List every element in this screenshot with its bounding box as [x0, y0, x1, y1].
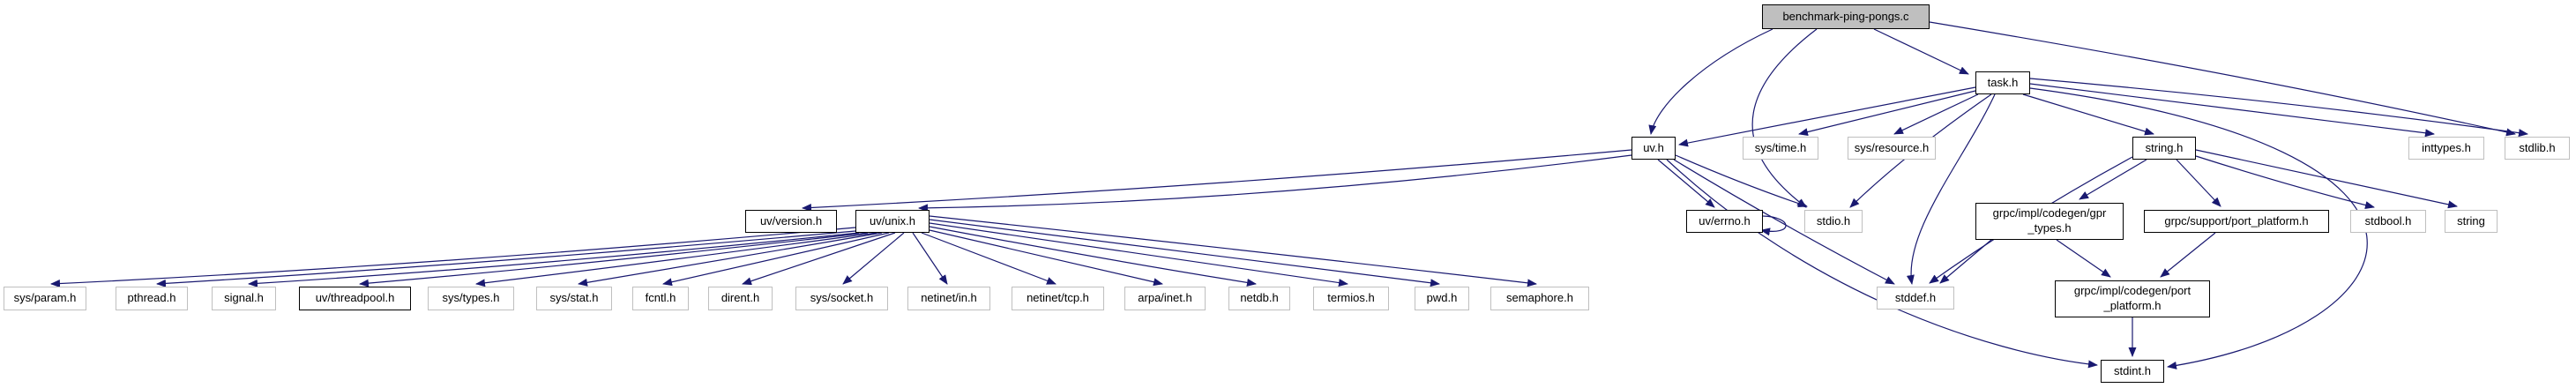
edge-uv-unix-h-to-sys-socket-h — [842, 232, 905, 285]
node-fcntl-h: fcntl.h — [632, 287, 689, 310]
edge-uv-unix-h-to-signal-h — [248, 232, 860, 287]
node-benchmark-ping-pongs-c: benchmark-ping-pongs.c — [1762, 4, 1930, 29]
edge-uv-h-to-stdio-h — [1675, 154, 1808, 208]
edge-uv-unix-h-to-netinet-in-h — [912, 232, 948, 285]
edge-gpr-types-h-to-codegen-port-platform-h — [2056, 239, 2111, 278]
node-string: string — [2445, 210, 2498, 233]
node-pwd-h: pwd.h — [1415, 287, 1469, 310]
edge-task-h-to-string-h — [2022, 93, 2154, 136]
edge-uv-unix-h-to-termios-h — [929, 222, 1348, 287]
node-stdint-h[interactable]: stdint.h — [2101, 360, 2164, 383]
node-stdlib-h: stdlib.h — [2505, 137, 2570, 160]
node-uv-threadpool-h[interactable]: uv/threadpool.h — [299, 287, 411, 310]
edge-benchmark-ping-pongs-c-to-uv-h — [1648, 28, 1773, 135]
edge-task-h-to-stddef-h — [1906, 93, 1996, 285]
edge-uv-unix-h-to-arpa-inet-h — [929, 229, 1163, 287]
edge-support-port-platform-h-to-codegen-port-platform-h — [2160, 232, 2216, 278]
edge-uv-unix-h-to-pwd-h — [929, 219, 1440, 287]
node-netinet-in-h: netinet/in.h — [907, 287, 990, 310]
edge-benchmark-ping-pongs-c-to-task-h — [1873, 28, 1969, 75]
node-stddef-h: stddef.h — [1877, 287, 1954, 310]
edge-uv-h-to-uv-version-h — [802, 149, 1632, 212]
edge-uv-unix-h-to-fcntl-h — [662, 232, 890, 287]
node-semaphore-h: semaphore.h — [1490, 287, 1589, 310]
edge-string-h-to-string — [2195, 149, 2458, 209]
edge-uv-unix-h-to-netdb-h — [929, 226, 1257, 287]
node-uv-h[interactable]: uv.h — [1631, 137, 1676, 160]
edge-gpr-types-h-to-stddef-h — [1939, 239, 1992, 284]
node-gpr-types-h[interactable]: grpc/impl/codegen/gpr _types.h — [1975, 203, 2124, 240]
edge-benchmark-ping-pongs-c-to-stdio-h — [1751, 28, 1818, 208]
node-stdbool-h: stdbool.h — [2350, 210, 2426, 233]
node-sys-time-h: sys/time.h — [1743, 137, 1818, 160]
node-termios-h: termios.h — [1313, 287, 1389, 310]
edge-task-h-to-stdint-h — [2029, 87, 2368, 369]
edge-string-h-to-stdbool-h — [2195, 155, 2375, 209]
edge-task-h-to-uv-h — [1678, 86, 1976, 147]
edge-uv-h-to-uv-errno-h — [1657, 159, 1715, 208]
node-support-port-platform-h[interactable]: grpc/support/port_platform.h — [2144, 210, 2329, 233]
node-uv-version-h[interactable]: uv/version.h — [745, 210, 837, 233]
node-sys-stat-h: sys/stat.h — [536, 287, 612, 310]
edge-uv-h-to-stddef-h — [1673, 159, 1895, 285]
node-task-h[interactable]: task.h — [1975, 71, 2030, 94]
node-inttypes-h: inttypes.h — [2408, 137, 2484, 160]
node-sys-resource-h: sys/resource.h — [1848, 137, 1936, 160]
edge-uv-h-to-uv-unix-h — [918, 154, 1632, 213]
edge-uv-unix-h-to-netinet-tcp-h — [921, 232, 1057, 285]
edge-uv-unix-h-to-pthread-h — [156, 230, 856, 287]
node-uv-errno-h[interactable]: uv/errno.h — [1686, 210, 1763, 233]
edge-uv-unix-h-to-dirent-h — [742, 232, 896, 286]
edge-uv-unix-h-to-sys-types-h — [475, 232, 877, 287]
node-netdb-h: netdb.h — [1228, 287, 1290, 310]
edge-benchmark-ping-pongs-c-to-stdlib-h — [1929, 21, 2516, 137]
node-netinet-tcp-h: netinet/tcp.h — [1012, 287, 1104, 310]
node-string-h[interactable]: string.h — [2132, 137, 2196, 160]
node-signal-h: signal.h — [212, 287, 276, 310]
node-pthread-h: pthread.h — [116, 287, 188, 310]
node-stdio-h: stdio.h — [1804, 210, 1863, 233]
edge-string-h-to-support-port-platform-h — [2176, 159, 2221, 207]
node-uv-unix-h[interactable]: uv/unix.h — [855, 210, 930, 233]
node-codegen-port-platform-h[interactable]: grpc/impl/codegen/port _platform.h — [2055, 280, 2210, 317]
node-sys-types-h: sys/types.h — [428, 287, 514, 310]
node-arpa-inet-h: arpa/inet.h — [1124, 287, 1206, 310]
edge-uv-unix-h-to-semaphore-h — [929, 215, 1537, 287]
edge-task-h-to-sys-resource-h — [1893, 93, 1979, 135]
edge-task-h-to-sys-time-h — [1798, 90, 1976, 136]
node-dirent-h: dirent.h — [708, 287, 773, 310]
edge-uv-errno-h-to-uv-errno-h — [1760, 215, 1787, 236]
edge-task-h-to-inttypes-h — [2029, 83, 2435, 138]
node-sys-socket-h: sys/socket.h — [795, 287, 888, 310]
edge-string-h-to-gpr-types-h — [2079, 159, 2147, 200]
edge-uv-h-to-stdint-h — [1666, 159, 2098, 369]
edge-uv-unix-h-to-sys-param-h — [50, 227, 856, 288]
edge-uv-unix-h-to-uv-threadpool-h — [359, 232, 869, 287]
node-sys-param-h: sys/param.h — [4, 287, 86, 310]
edge-task-h-to-stdlib-h — [2029, 78, 2528, 138]
edge-uv-unix-h-to-sys-stat-h — [578, 232, 883, 287]
